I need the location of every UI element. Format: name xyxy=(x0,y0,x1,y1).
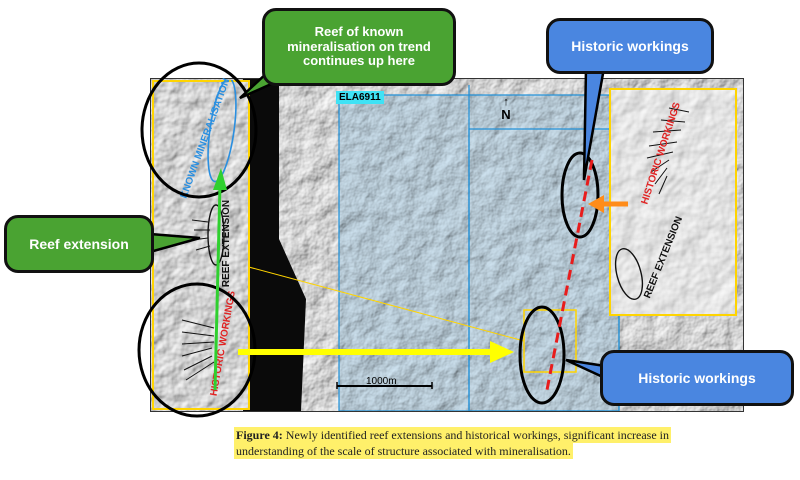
top-left-ellipse xyxy=(140,61,258,199)
caption-text: Newly identified reef extensions and his… xyxy=(236,428,670,458)
historic-bottom-ellipse xyxy=(518,305,566,405)
scale-label: 1000m xyxy=(366,376,397,387)
reef-extension-callout: Reef extension xyxy=(4,215,154,273)
north-arrow: ↑ N xyxy=(497,96,515,123)
yellow-arrowhead xyxy=(490,341,514,363)
historic-top-tail xyxy=(582,66,606,181)
reef-trend-line xyxy=(544,159,594,396)
scale-bar xyxy=(336,382,433,389)
reef-extension-tail xyxy=(148,232,201,254)
reef-extension-arrow xyxy=(213,184,222,391)
reef-known-callout: Reef of known mineralisation on trend co… xyxy=(262,8,456,86)
historic-top-ellipse xyxy=(560,151,600,239)
orange-arrowhead xyxy=(588,195,604,213)
historic-workings-top-callout: Historic workings xyxy=(546,18,714,74)
caption-label: Figure 4: xyxy=(236,428,283,442)
north-arrow-icon: ↑ xyxy=(503,96,509,108)
north-label: N xyxy=(501,107,511,122)
historic-workings-bottom-callout: Historic workings xyxy=(600,350,794,406)
reef-extension-arrowhead xyxy=(213,168,227,190)
tenement-label: ELA6911 xyxy=(336,91,384,104)
figure-caption: Figure 4: Newly identified reef extensio… xyxy=(234,427,686,459)
bottom-left-ellipse xyxy=(137,282,257,418)
right-inset xyxy=(609,88,737,316)
